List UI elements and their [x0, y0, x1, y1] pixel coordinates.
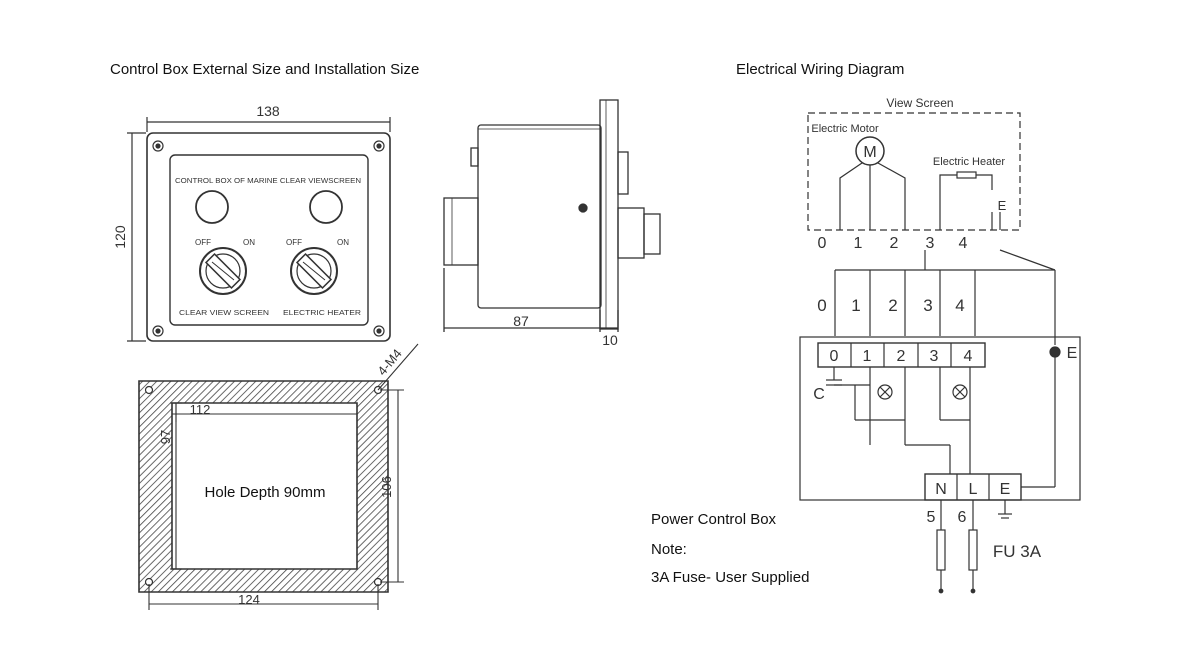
cable-terminal-2: 2	[888, 296, 897, 315]
cable-terminal-1: 1	[851, 296, 860, 315]
screen-terminal-0: 0	[818, 235, 827, 252]
cable-terminal-3: 3	[923, 296, 932, 315]
right-switch-off: OFF	[286, 238, 302, 247]
electric-motor-label: Electric Motor	[811, 123, 879, 135]
power-terminal-e: E	[1000, 481, 1011, 498]
motor-symbol: M	[863, 144, 876, 161]
view-screen-label: View Screen	[886, 96, 953, 110]
power-box-title: Power Control Box	[651, 511, 777, 528]
height-dimension-label: 120	[112, 225, 128, 249]
screen-terminal-4: 4	[959, 235, 968, 252]
power-terminal-l: L	[969, 481, 978, 498]
left-switch-label: CLEAR VIEW SCREEN	[179, 308, 269, 317]
side-view	[443, 99, 661, 332]
depth-dimension-label: 87	[513, 313, 529, 329]
cable-terminal-0: 0	[817, 296, 826, 315]
right-switch-label: ELECTRIC HEATER	[283, 308, 362, 317]
left-switch-off: OFF	[195, 238, 211, 247]
screen-terminal-1: 1	[854, 235, 863, 252]
right-switch-on: ON	[337, 238, 349, 247]
cable-terminal-4: 4	[955, 296, 964, 315]
screen-terminal-3: 3	[926, 235, 935, 252]
supply-number-5: 5	[927, 509, 936, 526]
wiring-heading: Electrical Wiring Diagram	[736, 61, 905, 78]
hole-depth-label: Hole Depth 90mm	[205, 484, 326, 501]
front-view	[127, 117, 391, 342]
box-terminal-4: 4	[964, 348, 973, 365]
fuse-label: FU 3A	[993, 542, 1042, 561]
capacitor-label: C	[813, 386, 825, 403]
inner-height-label: 97	[158, 430, 173, 444]
width-dimension-label: 138	[256, 103, 280, 119]
box-terminal-2: 2	[897, 348, 906, 365]
screen-terminal-2: 2	[890, 235, 899, 252]
panel-title: CONTROL BOX OF MARINE CLEAR VIEWSCREEN	[175, 176, 361, 185]
screw-label: 4-M4	[374, 346, 405, 378]
note-title: Note:	[651, 541, 687, 558]
power-terminal-n: N	[935, 481, 947, 498]
note-text: 3A Fuse- User Supplied	[651, 569, 810, 586]
left-switch-on: ON	[243, 238, 255, 247]
installation-heading: Control Box External Size and Installati…	[110, 61, 420, 78]
inner-width-label: 112	[190, 402, 211, 417]
box-terminal-3: 3	[930, 348, 939, 365]
box-earth-label: E	[1067, 345, 1078, 362]
flange-dimension-label: 10	[602, 332, 618, 348]
electric-heater-label: Electric Heater	[933, 156, 1005, 168]
cutout-view	[138, 343, 419, 610]
box-terminal-1: 1	[863, 348, 872, 365]
wiring-diagram	[799, 112, 1081, 594]
outer-width-label: 124	[238, 592, 260, 607]
outer-height-label: 106	[379, 476, 394, 498]
box-terminal-0: 0	[830, 348, 839, 365]
supply-number-6: 6	[958, 509, 967, 526]
heater-earth-symbol: E	[998, 198, 1007, 213]
